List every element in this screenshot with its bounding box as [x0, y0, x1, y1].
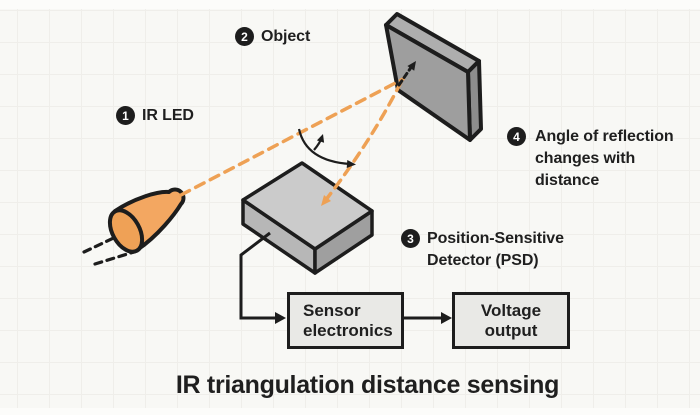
- psd-chip-icon: [241, 161, 374, 275]
- step-1-badge: 1: [116, 106, 135, 125]
- ir-led-cone-icon: [107, 187, 186, 254]
- reflected-beam-icon: [321, 80, 403, 206]
- flow-arrow: [404, 312, 452, 324]
- callout-object: 2 Object: [235, 27, 310, 47]
- surface-arrow-icon: [397, 61, 416, 87]
- sensor-electronics-box: Sensor electronics: [287, 292, 404, 349]
- page-title: IR triangulation distance sensing: [175, 371, 560, 399]
- callout-angle: 4 Angle of reflection changes with dista…: [507, 127, 674, 192]
- callout-ir-led-label: IR LED: [142, 107, 194, 124]
- callout-angle-label: Angle of reflection changes with distanc…: [535, 128, 674, 189]
- step-4-badge: 4: [507, 127, 526, 146]
- top-margin-strip: [0, 0, 700, 9]
- callout-psd: 3 Position-Sensitive Detector (PSD): [401, 229, 564, 272]
- angle-arc-icon: [297, 128, 356, 168]
- step-3-badge: 3: [401, 229, 420, 248]
- callout-object-label: Object: [261, 28, 311, 45]
- voltage-output-box: Voltage output: [452, 292, 570, 349]
- ir-beam-icon: [179, 77, 405, 197]
- callout-ir-led: 1 IR LED: [116, 106, 194, 126]
- step-2-badge: 2: [235, 27, 254, 46]
- callout-psd-label: Position-Sensitive Detector (PSD): [427, 230, 564, 269]
- object-panel-icon: [384, 12, 483, 142]
- psd-connector-arrow: [239, 231, 286, 324]
- bottom-margin-strip: [0, 408, 700, 415]
